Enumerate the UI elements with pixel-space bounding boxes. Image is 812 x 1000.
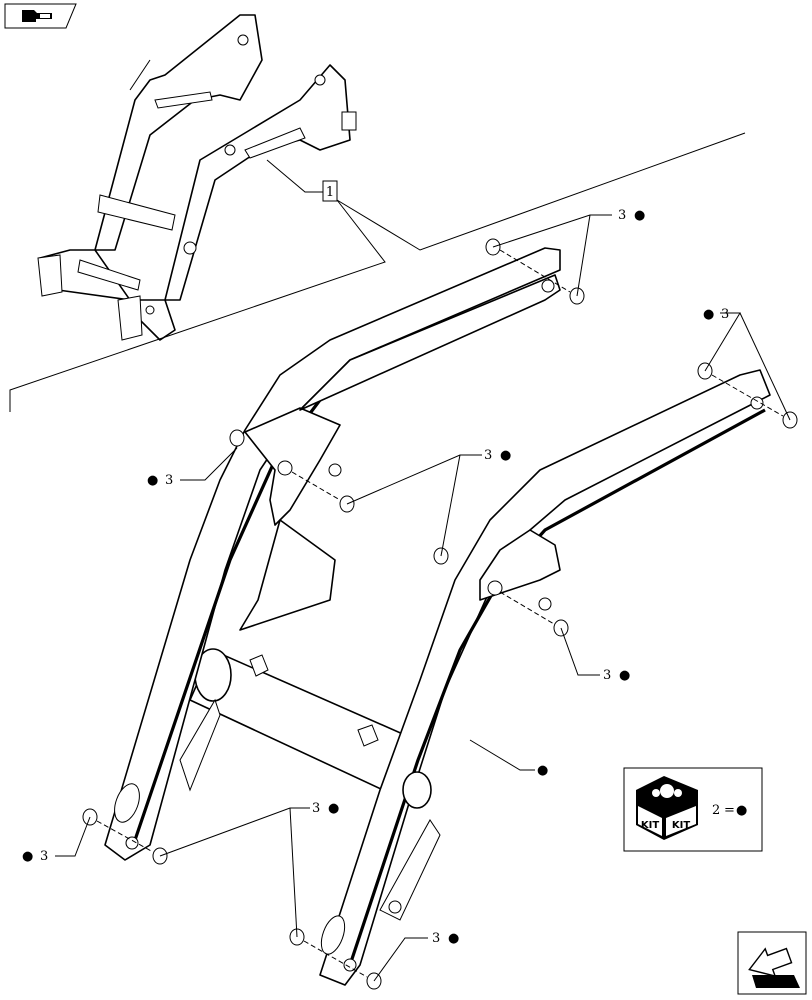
svg-text:3: 3: [165, 473, 173, 488]
callout-3-right-pivot: 3 ●: [603, 668, 630, 683]
callout-3-bottom-right: 3 ●: [432, 931, 459, 946]
kit-box-icon: KIT KIT: [636, 776, 698, 840]
svg-text:3: 3: [312, 801, 320, 816]
callout-3-left-mid: ● 3: [147, 473, 173, 488]
frame-marker: ●: [537, 763, 548, 778]
bushing-left-mid: [229, 429, 245, 447]
svg-text:●: ●: [634, 208, 645, 223]
svg-text:●: ●: [22, 849, 33, 864]
reference-1-callout: 1: [9, 132, 746, 412]
svg-text:●: ●: [703, 307, 714, 322]
svg-text:KIT: KIT: [641, 820, 659, 831]
svg-text:●: ●: [147, 473, 158, 488]
callout-3-right-top: ● 3: [703, 307, 729, 322]
callout-3-top: 3 ●: [618, 208, 645, 223]
svg-text:KIT: KIT: [672, 820, 690, 831]
svg-text:3: 3: [40, 849, 48, 864]
svg-text:3: 3: [432, 931, 440, 946]
svg-text:3: 3: [603, 668, 611, 683]
kit-legend-equals: =: [724, 803, 735, 818]
callout-leaders: [55, 214, 791, 982]
loader-frame: [104, 247, 771, 986]
ref-label: 1: [326, 185, 334, 200]
next-page-arrow-icon[interactable]: [737, 931, 807, 995]
callout-3-bottom-mid: 3 ●: [312, 801, 339, 816]
svg-text:3: 3: [484, 448, 492, 463]
callout-labels: 3 ● ● 3 ● 3 3 ● 3 ● ● 3 3 ● 3 ●: [22, 208, 729, 946]
pointing-hand-book-icon[interactable]: [4, 3, 77, 29]
callout-3-bottom-left: ● 3: [22, 849, 48, 864]
svg-text:3: 3: [618, 208, 626, 223]
svg-text:●: ●: [328, 801, 339, 816]
svg-text:●: ●: [500, 448, 511, 463]
loader-assembly-overview: [37, 14, 357, 341]
kit-legend-number: 2: [712, 803, 720, 818]
svg-text:●: ●: [619, 668, 630, 683]
svg-text:3: 3: [721, 307, 729, 322]
kit-legend: KIT KIT 2 = ●: [623, 767, 763, 852]
callout-3-center: 3 ●: [484, 448, 511, 463]
kit-legend-dot: ●: [736, 803, 747, 818]
svg-text:●: ●: [448, 931, 459, 946]
